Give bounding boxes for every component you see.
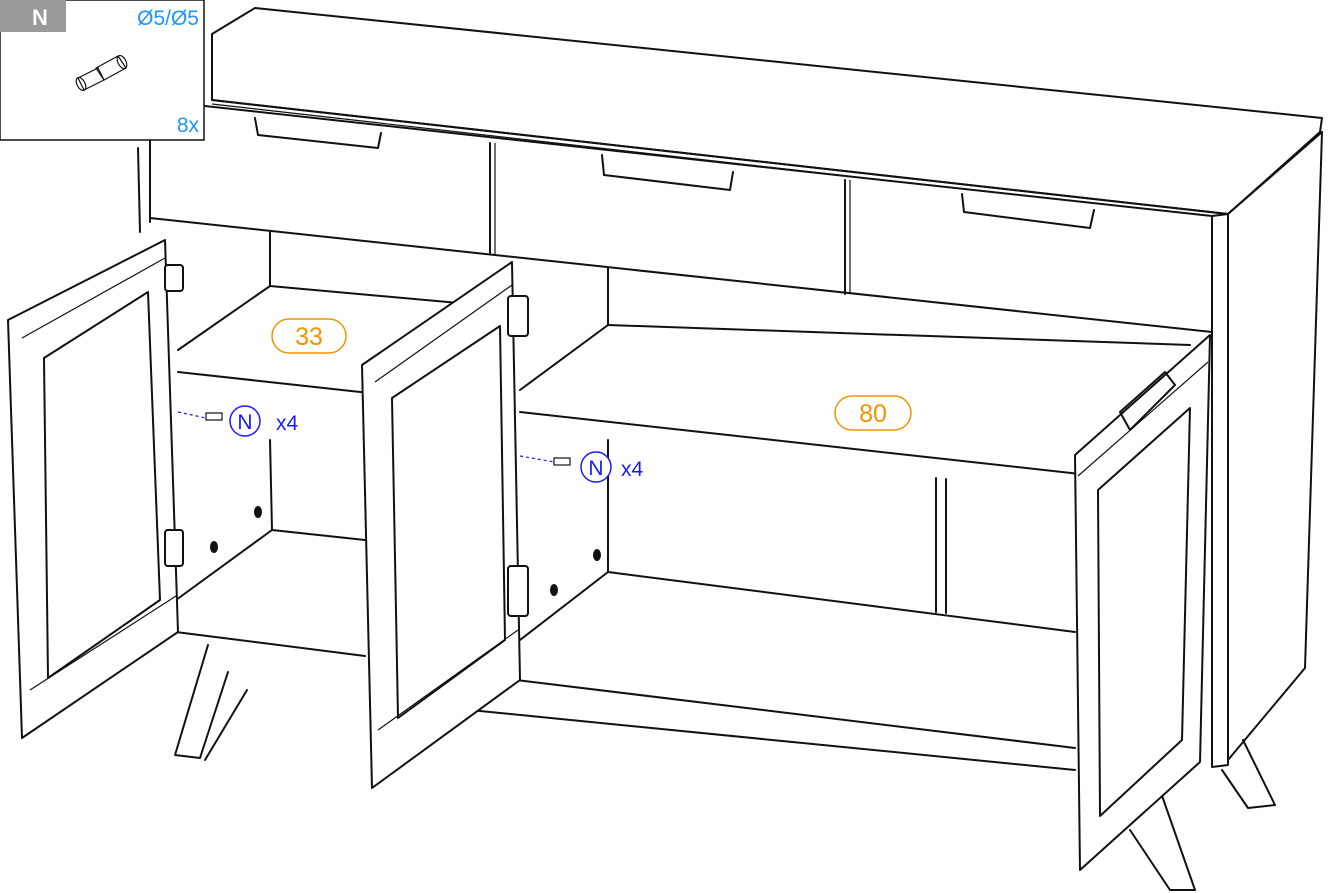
dowel-icon	[75, 54, 128, 92]
door-right	[1074, 334, 1211, 871]
cabinet-body	[137, 7, 1323, 891]
measurement-80: 80	[834, 395, 912, 431]
dowel-icon	[553, 457, 571, 466]
callout-n-left: N x4	[177, 405, 299, 437]
part-box: N Ø5/Ø5 8x	[0, 0, 205, 141]
part-size: Ø5/Ø5	[137, 7, 199, 30]
callout-letter: N	[588, 457, 603, 480]
dowel-icon	[205, 412, 223, 421]
measurement-value: 80	[859, 400, 887, 428]
callout-letter: N	[237, 411, 252, 434]
part-letter-badge	[0, 0, 66, 32]
callout-n-middle: N x4	[519, 451, 644, 483]
door-left	[7, 239, 184, 739]
measurement-33: 33	[271, 318, 347, 354]
part-letter: N	[32, 5, 48, 30]
callout-count: x4	[621, 458, 644, 481]
measurement-value: 33	[295, 323, 323, 351]
part-quantity: 8x	[177, 114, 200, 137]
callout-count: x4	[276, 412, 299, 435]
door-middle	[361, 261, 529, 789]
